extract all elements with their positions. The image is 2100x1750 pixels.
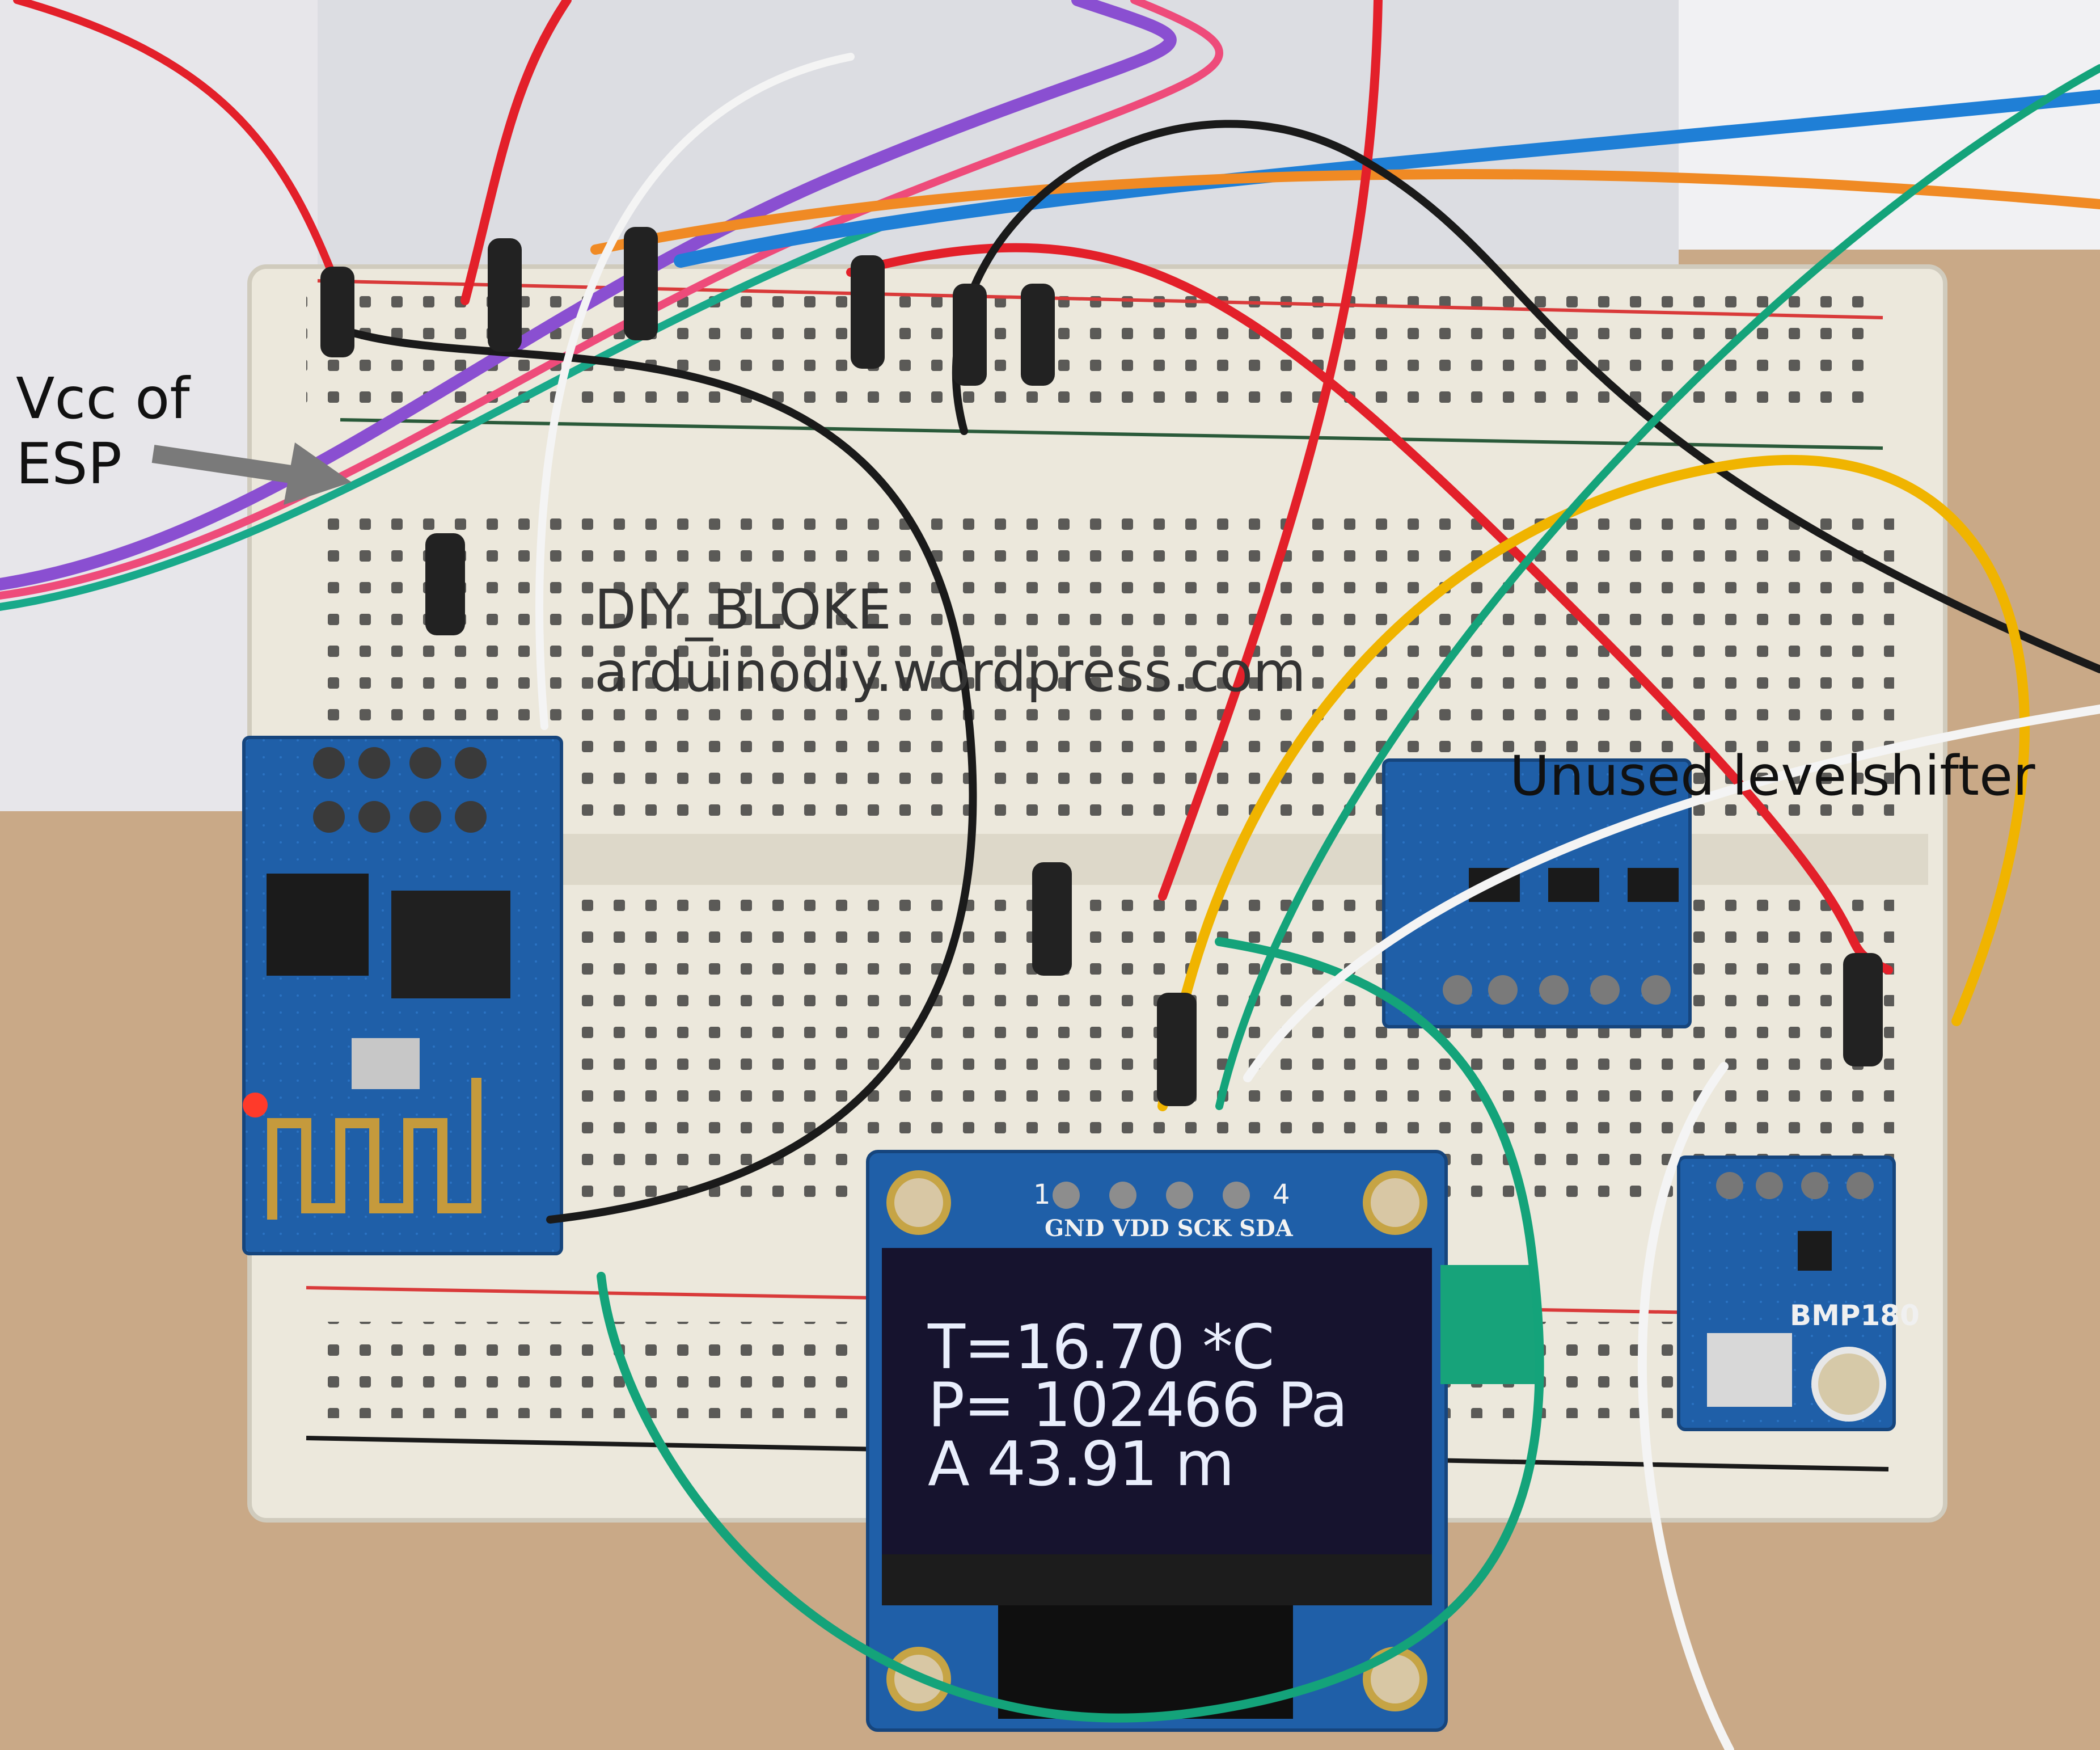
levelshifter-annotation: Unused levelshifter: [1510, 744, 2035, 808]
oled-screen: [882, 1248, 1432, 1560]
oled-altitude-readout: A 43.91 m: [928, 1429, 1235, 1500]
oled-pin-number-last: 4: [1273, 1179, 1290, 1211]
esp-power-led: [243, 1093, 268, 1118]
wire-connector-ends: [320, 227, 1883, 1106]
vcc-annotation-line1: Vcc of: [16, 365, 190, 432]
vcc-annotation-line2: ESP: [16, 431, 122, 497]
bmp180-label: BMP180: [1790, 1299, 1920, 1332]
oled-temperature-readout: T=16.70 *C: [928, 1312, 1274, 1383]
oled-pin-labels: GND VDD SCK SDA: [1045, 1215, 1293, 1242]
esp8266-module: [242, 736, 563, 1255]
bmp180-module: [1677, 1156, 1896, 1431]
oled-protective-tab: [1440, 1265, 1537, 1384]
oled-module: [866, 1150, 1537, 1732]
brand-label: DIY_BLOKE: [594, 578, 891, 642]
oled-pressure-readout: P= 102466 Pa: [928, 1370, 1348, 1441]
black-rail-line-top: [340, 418, 1883, 450]
red-rail-line-top: [317, 279, 1883, 319]
arrow-icon: [151, 442, 352, 505]
brand-url: arduinodiy.wordpress.com: [594, 640, 1306, 704]
oled-pin-number-first: 1: [1033, 1179, 1051, 1211]
